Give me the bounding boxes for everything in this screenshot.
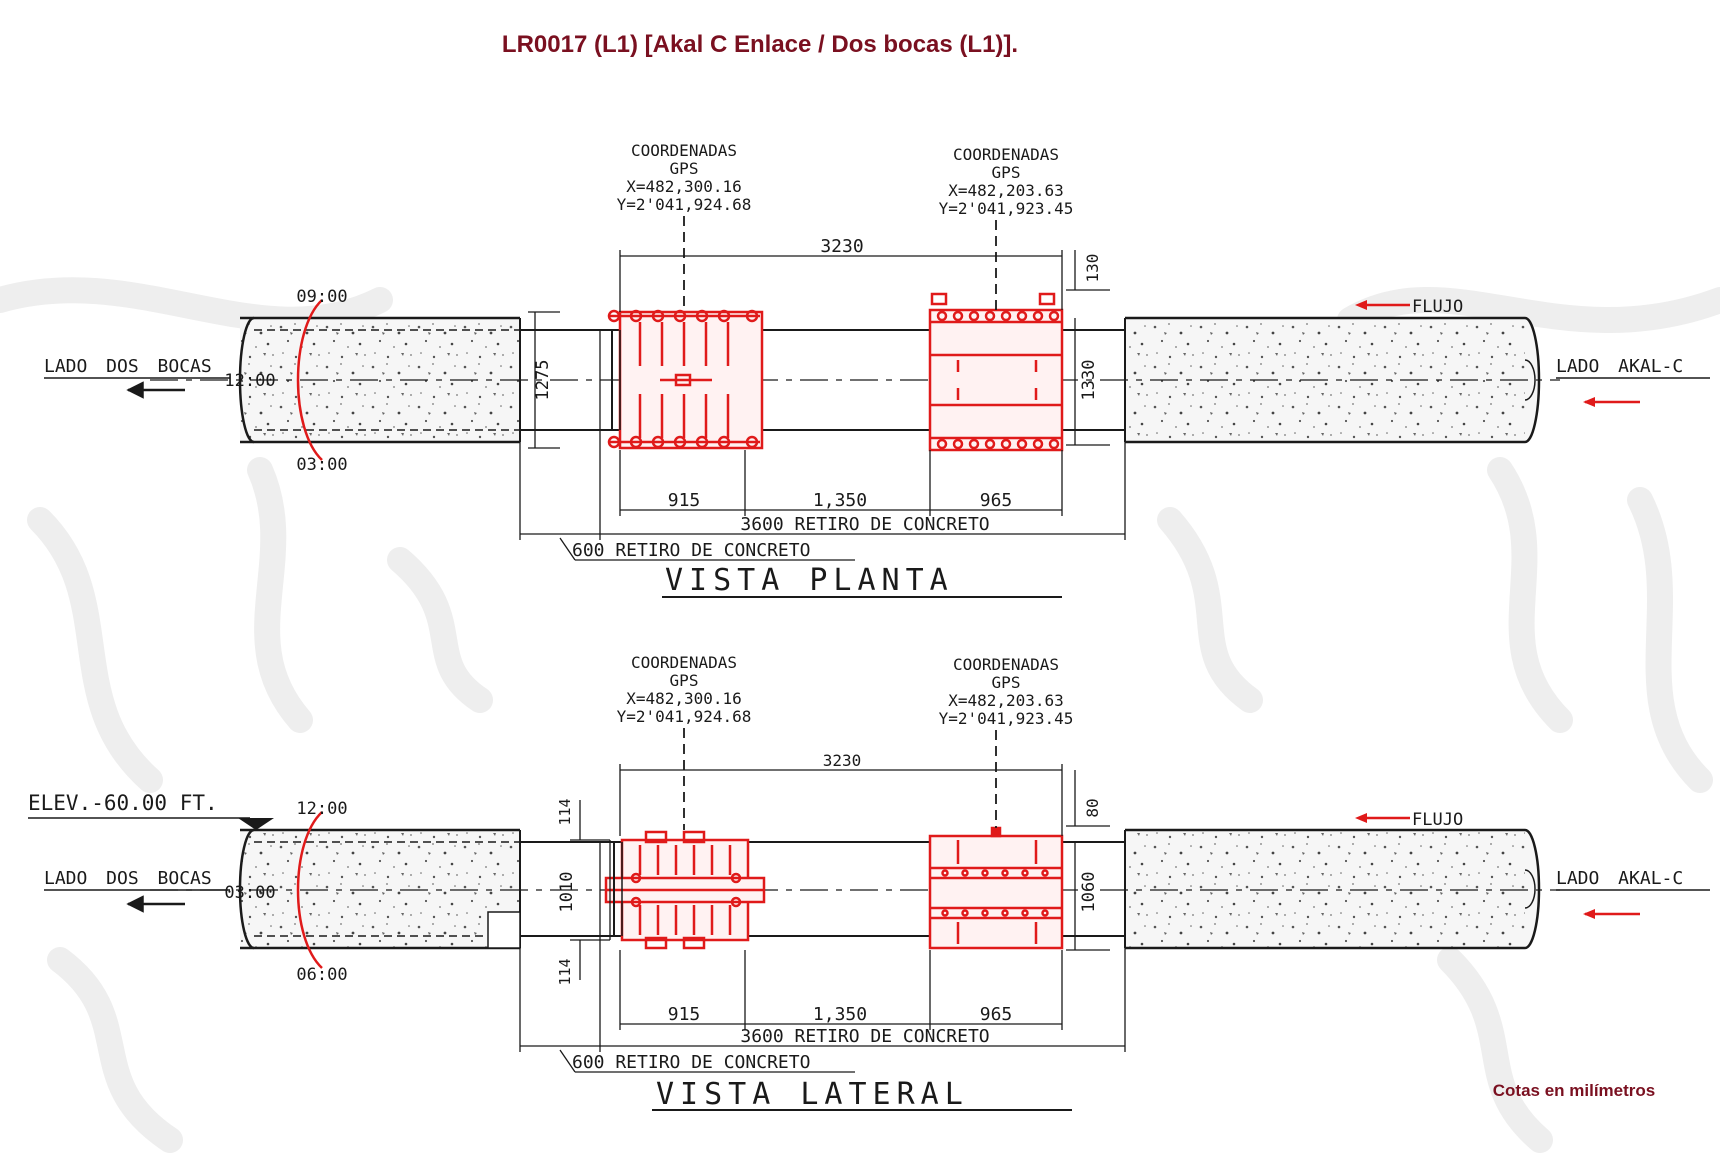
- svg-text:Y=2'041,924.68: Y=2'041,924.68: [617, 195, 752, 214]
- plan-dim-b: 1,350: [813, 490, 867, 511]
- side-coordinates-right: COORDENADAS GPS X=482,203.63 Y=2'041,923…: [939, 655, 1074, 828]
- side-clock-top: 12:00: [296, 799, 347, 819]
- svg-text:X=482,203.63: X=482,203.63: [948, 691, 1064, 710]
- svg-text:Y=2'041,923.45: Y=2'041,923.45: [939, 709, 1074, 728]
- plan-dim-removal: 3600 RETIRO DE CONCRETO: [740, 514, 989, 535]
- page-title: LR0017 (L1) [Akal C Enlace / Dos bocas (…: [502, 31, 1018, 58]
- side-dim-a: 915: [668, 1004, 701, 1025]
- side-clock-mid: 03:00: [224, 883, 275, 903]
- side-side-left-label: LADO DOS BOCAS: [44, 868, 212, 889]
- plan-flow-label: FLUJO: [1412, 297, 1463, 317]
- plan-dimensions: [519, 250, 1126, 561]
- plan-dim-c: 965: [980, 490, 1013, 511]
- plan-clamp-right: [928, 292, 1064, 452]
- side-elevation-marker: [238, 818, 274, 830]
- plan-pipe-left: [238, 316, 521, 444]
- side-clamp-left: [604, 830, 766, 950]
- side-side-right-label: LADO AKAL-C: [1556, 868, 1683, 889]
- svg-text:GPS: GPS: [992, 163, 1021, 182]
- svg-text:X=482,203.63: X=482,203.63: [948, 181, 1064, 200]
- side-flow-label: FLUJO: [1412, 810, 1463, 830]
- side-pipe-left: [238, 828, 521, 950]
- side-coordinates-left: COORDENADAS GPS X=482,300.16 Y=2'041,924…: [617, 653, 752, 830]
- side-clock-ring: [296, 811, 323, 969]
- side-clock-bottom: 06:00: [296, 965, 347, 985]
- plan-side-left-label: LADO DOS BOCAS: [44, 356, 212, 377]
- plan-dim-removal-small: 600 RETIRO DE CONCRETO: [572, 540, 810, 561]
- side-dim-bottom-left: 114: [556, 958, 574, 985]
- svg-text:GPS: GPS: [670, 671, 699, 690]
- svg-text:Y=2'041,924.68: Y=2'041,924.68: [617, 707, 752, 726]
- plan-clock-bottom: 03:00: [296, 455, 347, 475]
- svg-text:X=482,300.16: X=482,300.16: [626, 689, 742, 708]
- side-dimensions: [519, 764, 1126, 1073]
- plan-side-right-label: LADO AKAL-C: [1556, 356, 1683, 377]
- side-pipe-right: [1124, 828, 1541, 950]
- svg-text:GPS: GPS: [992, 673, 1021, 692]
- plan-clock-top: 09:00: [296, 287, 347, 307]
- side-dim-top-left: 114: [556, 798, 574, 825]
- plan-clamp-left: [607, 309, 764, 450]
- svg-text:COORDENADAS: COORDENADAS: [953, 145, 1059, 164]
- side-dim-b: 1,350: [813, 1004, 867, 1025]
- plan-view: 09:00 12:00 03:00 LADO DOS BOCAS LADO AK…: [44, 141, 1710, 598]
- side-dim-height-left: 1010: [557, 872, 577, 913]
- plan-dim-height-left: 1275: [533, 360, 553, 401]
- plan-clock-ring: [296, 299, 323, 461]
- side-dim-top-right: 80: [1083, 798, 1102, 817]
- plan-dim-height-right: 1330: [1079, 360, 1099, 401]
- side-view: ELEV.-60.00 FT. 12:00 03:00 06:00 LADO D…: [28, 653, 1710, 1112]
- svg-text:COORDENADAS: COORDENADAS: [631, 653, 737, 672]
- plan-dim-top-right: 130: [1083, 254, 1102, 283]
- plan-coordinates-right: COORDENADAS GPS X=482,203.63 Y=2'041,923…: [939, 145, 1074, 310]
- svg-text:X=482,300.16: X=482,300.16: [626, 177, 742, 196]
- svg-text:GPS: GPS: [670, 159, 699, 178]
- units-note: Cotas en milímetros: [1493, 1081, 1656, 1100]
- side-dim-overall: 3230: [823, 751, 862, 770]
- plan-coordinates-left: COORDENADAS GPS X=482,300.16 Y=2'041,924…: [617, 141, 752, 312]
- plan-dim-overall: 3230: [820, 236, 863, 257]
- side-dim-removal-small: 600 RETIRO DE CONCRETO: [572, 1052, 810, 1073]
- plan-view-title: VISTA PLANTA: [665, 563, 954, 598]
- plan-dim-a: 915: [668, 490, 701, 511]
- svg-text:Y=2'041,923.45: Y=2'041,923.45: [939, 199, 1074, 218]
- side-dim-c: 965: [980, 1004, 1013, 1025]
- side-dim-removal: 3600 RETIRO DE CONCRETO: [740, 1026, 989, 1047]
- svg-text:COORDENADAS: COORDENADAS: [953, 655, 1059, 674]
- side-view-title: VISTA LATERAL: [656, 1077, 969, 1112]
- side-dim-height-right: 1060: [1079, 872, 1099, 913]
- plan-clock-mid: 12:00: [224, 371, 275, 391]
- svg-text:COORDENADAS: COORDENADAS: [631, 141, 737, 160]
- side-elevation: ELEV.-60.00 FT.: [28, 791, 218, 815]
- side-clamp-right: [928, 826, 1064, 950]
